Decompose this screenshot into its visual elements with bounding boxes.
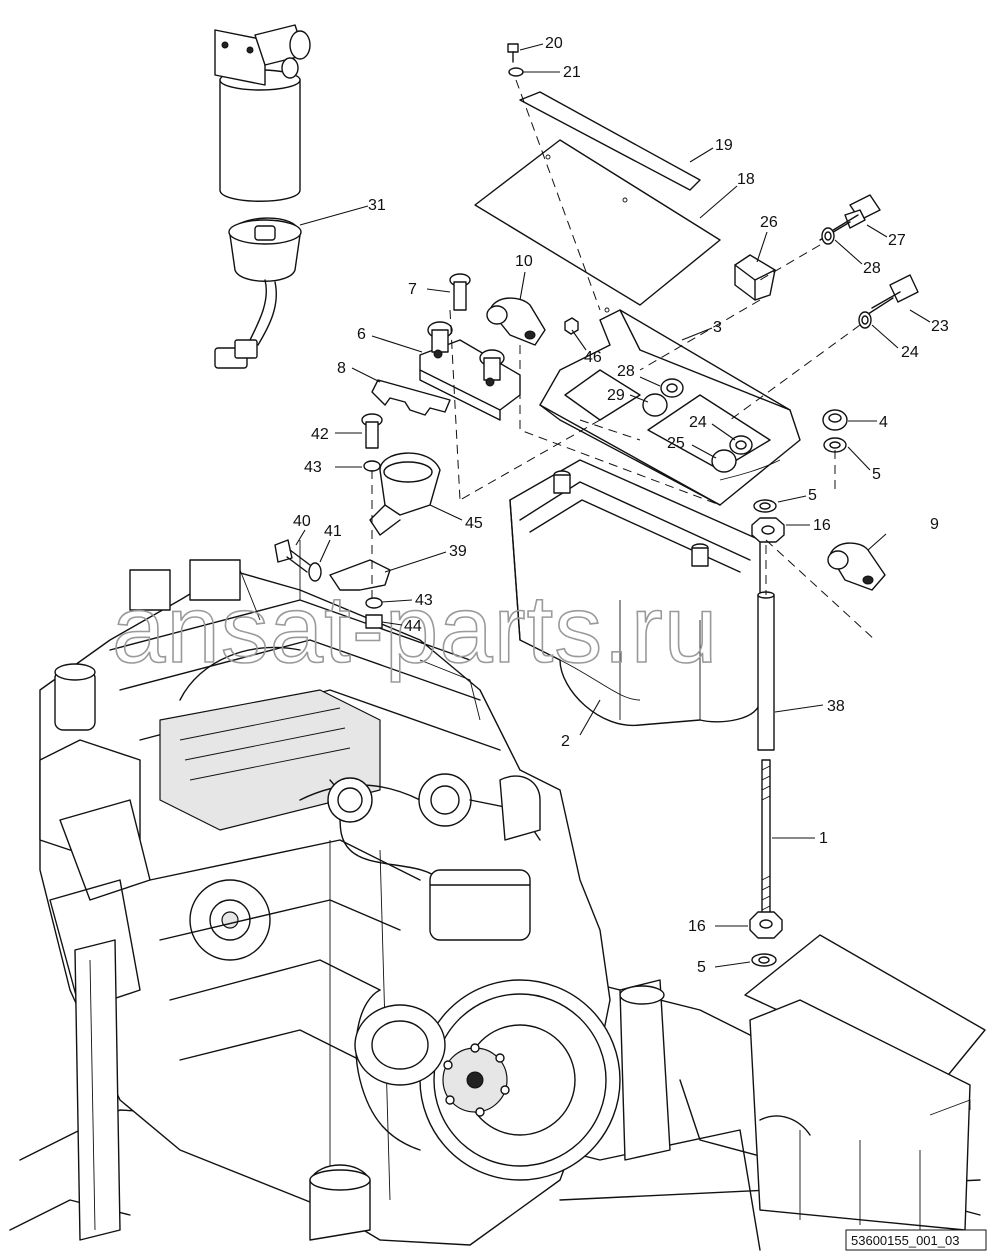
fuel-filter-cartridge xyxy=(214,24,311,202)
installed-battery xyxy=(744,934,986,1231)
reference-code-box: 53600155_001_03 xyxy=(845,1229,987,1251)
bolt-42 xyxy=(361,413,383,449)
nut-46 xyxy=(564,317,579,335)
nuts-on-tray xyxy=(642,378,753,473)
callout-46: 46 xyxy=(584,349,602,366)
callout-18: 18 xyxy=(737,171,755,188)
callout-1: 1 xyxy=(819,830,828,847)
callout-24-upper: 24 xyxy=(901,344,919,361)
washer-28 xyxy=(821,227,835,245)
callout-5-lower: 5 xyxy=(697,959,706,976)
callout-38: 38 xyxy=(827,698,845,715)
callout-44: 44 xyxy=(404,618,422,635)
callout-10: 10 xyxy=(515,253,533,270)
terminal-block-6 xyxy=(419,321,521,421)
callout-25: 25 xyxy=(667,435,685,452)
callout-4: 4 xyxy=(879,414,888,431)
washer-43-lower xyxy=(365,597,383,609)
filter-bowl-sensor-31 xyxy=(214,217,302,369)
engine-assembly xyxy=(9,540,981,1251)
washer-5-mid xyxy=(753,499,777,513)
callout-39: 39 xyxy=(449,543,467,560)
strap-clamp-45 xyxy=(369,452,441,536)
callout-26: 26 xyxy=(760,214,778,231)
callout-27: 27 xyxy=(888,232,906,249)
bolt-40 xyxy=(274,539,311,573)
nut-4 xyxy=(822,409,848,431)
callout-5-right: 5 xyxy=(872,466,881,483)
callout-19: 19 xyxy=(715,137,733,154)
callout-45: 45 xyxy=(465,515,483,532)
watermark: ansat-parts.ru xyxy=(112,576,718,683)
callout-3: 3 xyxy=(713,319,722,336)
callout-28-upper: 28 xyxy=(863,260,881,277)
callout-2: 2 xyxy=(561,733,570,750)
battery-clamp-9 xyxy=(827,542,886,591)
threaded-rod-1 xyxy=(761,759,771,916)
callout-5-mid: 5 xyxy=(808,487,817,504)
bracket-39 xyxy=(329,559,391,591)
shim-8 xyxy=(371,379,451,416)
callout-41: 41 xyxy=(324,523,342,540)
flywheel-bolts xyxy=(443,1043,510,1117)
callout-16-lower: 16 xyxy=(688,918,706,935)
callout-6: 6 xyxy=(357,326,366,343)
washer-5-low xyxy=(751,953,777,967)
callout-labels: 20 21 19 18 31 26 27 28 10 7 23 3 6 24 4… xyxy=(293,35,949,976)
callout-9: 9 xyxy=(930,516,939,533)
cover-plate-18 xyxy=(474,139,721,306)
sleeve-38 xyxy=(757,591,775,751)
callout-24-lower: 24 xyxy=(689,414,707,431)
assembly-centerlines xyxy=(371,79,876,641)
bolt-27 xyxy=(819,194,881,241)
screw-7 xyxy=(449,273,471,311)
callout-21: 21 xyxy=(563,64,581,81)
strap-19 xyxy=(519,91,701,191)
battery-clamp-10 xyxy=(486,297,546,346)
callout-7: 7 xyxy=(408,281,417,298)
washer-41 xyxy=(308,562,322,582)
callout-leaders xyxy=(295,43,931,968)
washer-5-top xyxy=(823,437,847,453)
nut-16-upper xyxy=(751,517,785,543)
screw-20 xyxy=(507,43,519,63)
callout-16-upper: 16 xyxy=(813,517,831,534)
reference-code: 53600155_001_03 xyxy=(851,1233,959,1248)
washer-24 xyxy=(858,311,872,329)
callout-28-lower: 28 xyxy=(617,363,635,380)
callout-40: 40 xyxy=(293,513,311,530)
spacer-44 xyxy=(365,614,383,629)
callout-42: 42 xyxy=(311,426,329,443)
bolt-23 xyxy=(864,274,919,317)
relay-26 xyxy=(734,254,776,301)
callout-29: 29 xyxy=(607,387,625,404)
callout-43-upper: 43 xyxy=(304,459,322,476)
callout-31: 31 xyxy=(368,197,386,214)
callout-23: 23 xyxy=(931,318,949,335)
nut-16-lower xyxy=(749,911,783,939)
callout-20: 20 xyxy=(545,35,563,52)
washer-43-upper xyxy=(363,460,381,472)
callout-8: 8 xyxy=(337,360,346,377)
washer-21 xyxy=(508,67,524,77)
callout-43-lower: 43 xyxy=(415,592,433,609)
